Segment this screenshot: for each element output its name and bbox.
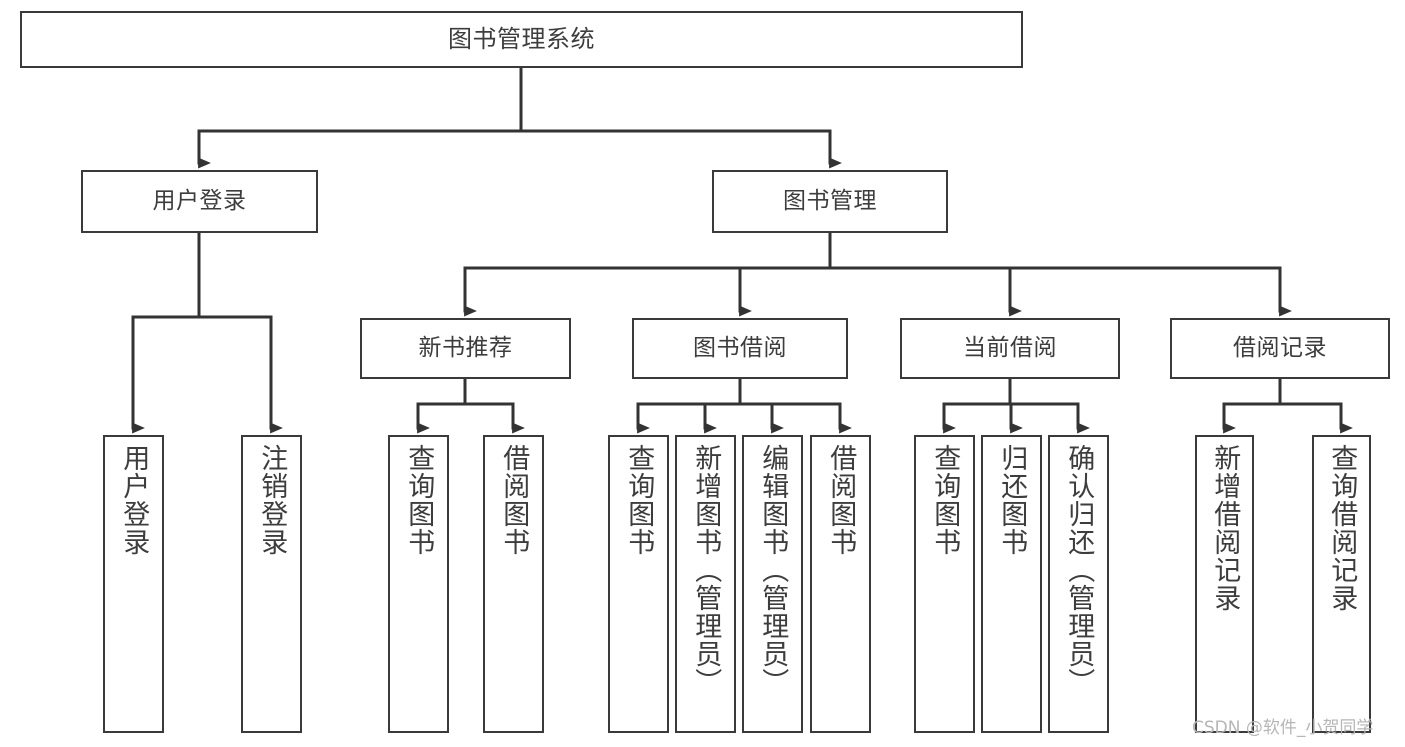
node-new-book-rec[interactable]: 新书推荐 — [360, 318, 571, 379]
node-user-login-label: 用户登录 — [152, 187, 247, 214]
node-leaf-borrow-book-a-label: 借阅图书 — [498, 444, 530, 556]
node-book-borrow[interactable]: 图书借阅 — [632, 318, 848, 379]
node-borrow-record[interactable]: 借阅记录 — [1170, 318, 1390, 379]
node-leaf-user-login[interactable]: 用户登录 — [103, 435, 164, 733]
node-leaf-borrow-book-b-label: 借阅图书 — [825, 444, 857, 556]
node-leaf-user-login-label: 用户登录 — [118, 444, 150, 556]
node-root-label: 图书管理系统 — [448, 25, 595, 54]
node-leaf-borrow-book-b[interactable]: 借阅图书 — [810, 435, 871, 733]
node-leaf-add-book-label: 新增图书（管理员） — [690, 444, 722, 696]
node-leaf-query-book-c-label: 查询图书 — [929, 444, 961, 556]
node-leaf-confirm-return[interactable]: 确认归还（管理员） — [1048, 435, 1109, 733]
node-leaf-query-book-c[interactable]: 查询图书 — [914, 435, 975, 733]
node-user-login[interactable]: 用户登录 — [81, 170, 318, 233]
node-leaf-add-book[interactable]: 新增图书（管理员） — [675, 435, 736, 733]
node-book-borrow-label: 图书借阅 — [693, 334, 787, 361]
node-book-manage-label: 图书管理 — [783, 187, 877, 214]
node-leaf-edit-book[interactable]: 编辑图书（管理员） — [742, 435, 803, 733]
node-leaf-logout-label: 注销登录 — [256, 444, 288, 556]
node-leaf-confirm-return-label: 确认归还（管理员） — [1063, 444, 1095, 696]
node-current-borrow-label: 当前借阅 — [963, 334, 1057, 361]
node-leaf-return-book[interactable]: 归还图书 — [981, 435, 1042, 733]
node-root[interactable]: 图书管理系统 — [20, 11, 1023, 68]
node-book-manage[interactable]: 图书管理 — [712, 170, 948, 233]
node-borrow-record-label: 借阅记录 — [1233, 334, 1327, 361]
node-new-book-rec-label: 新书推荐 — [418, 334, 513, 361]
node-leaf-borrow-book-a[interactable]: 借阅图书 — [483, 435, 544, 733]
node-leaf-query-book-b[interactable]: 查询图书 — [608, 435, 669, 733]
node-leaf-add-record-label: 新增借阅记录 — [1209, 444, 1241, 612]
node-leaf-query-book-a-label: 查询图书 — [403, 444, 435, 556]
node-leaf-add-record[interactable]: 新增借阅记录 — [1195, 435, 1254, 733]
node-leaf-query-record-label: 查询借阅记录 — [1326, 444, 1358, 612]
node-leaf-query-book-a[interactable]: 查询图书 — [388, 435, 449, 733]
csdn-watermark: CSDN @软件_小贺同学 — [1192, 718, 1374, 738]
node-leaf-edit-book-label: 编辑图书（管理员） — [757, 444, 789, 696]
node-leaf-logout[interactable]: 注销登录 — [241, 435, 302, 733]
node-leaf-query-record[interactable]: 查询借阅记录 — [1312, 435, 1371, 733]
node-current-borrow[interactable]: 当前借阅 — [900, 318, 1120, 379]
node-leaf-return-book-label: 归还图书 — [996, 444, 1028, 556]
node-leaf-query-book-b-label: 查询图书 — [623, 444, 655, 556]
